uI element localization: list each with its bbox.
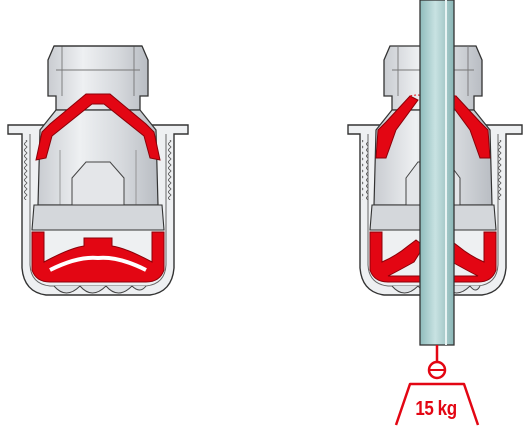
left-thread-right	[166, 140, 172, 200]
left-upper-seal	[35, 93, 161, 161]
left-valve-assembly	[7, 45, 189, 296]
right-thread-left	[362, 140, 368, 200]
test-rod	[419, 0, 455, 346]
left-bottom-feet	[53, 285, 147, 294]
right-thread-right	[498, 140, 504, 200]
left-lower-block	[31, 204, 165, 231]
weight-outline	[394, 382, 480, 426]
left-thread-left	[24, 140, 30, 200]
weight-label: 15 kg	[415, 398, 457, 420]
weight-hanger	[394, 345, 480, 426]
right-upper-seal-right	[447, 95, 491, 159]
right-upper-seal-left	[375, 95, 419, 159]
